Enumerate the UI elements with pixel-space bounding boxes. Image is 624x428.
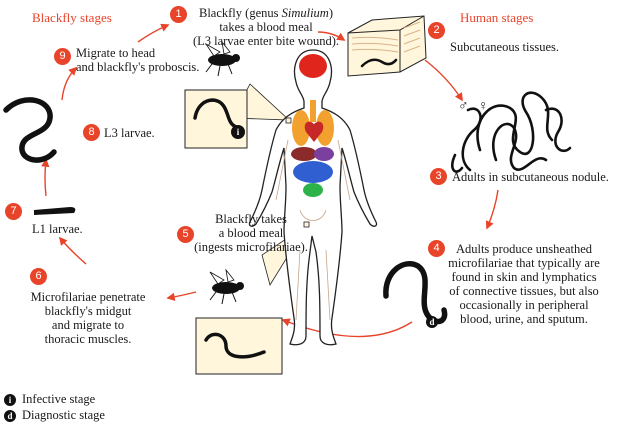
step-7-badge: 7 (5, 203, 22, 220)
left-lung (292, 110, 310, 146)
step-4-text: Adults produce unsheathed microfilariae … (448, 242, 600, 326)
organs (291, 54, 334, 197)
skin-tissue-block (347, 15, 427, 77)
blackfly-bottom-icon (209, 268, 244, 305)
infective-marker-icon: i (232, 126, 244, 138)
l1-larva (34, 207, 76, 215)
step-5-text: Blackfly takes a blood meal (ingests mic… (194, 212, 308, 254)
arrow-9-to-1 (137, 23, 170, 43)
arrow-5-to-6 (166, 291, 197, 302)
female-symbol: ♀ (478, 99, 489, 114)
step-6-badge: 6 (30, 268, 47, 285)
legend-infective-icon: i (4, 394, 16, 406)
step-6-text: Microfilariae penetrate blackfly's midgu… (30, 290, 146, 346)
blackfly-stages-header: Blackfly stages (32, 10, 112, 25)
bite-site-upper (285, 117, 292, 124)
male-symbol: ♂ (458, 99, 469, 114)
human-figure (248, 49, 378, 346)
heart (304, 121, 324, 142)
arrow-7-to-8 (41, 158, 50, 197)
step-9-badge: 9 (54, 48, 71, 65)
liver (291, 147, 317, 161)
inset-box-ingest (195, 317, 283, 375)
step-5-badge: 5 (177, 226, 194, 243)
arrow-2-to-3 (424, 59, 463, 102)
microfilaria-curl (383, 261, 448, 325)
larva-in-skin (360, 58, 398, 68)
bladder (303, 183, 323, 197)
blackfly-top-icon (205, 40, 240, 77)
arrow-6-to-7 (58, 236, 87, 265)
step-2-text: Subcutaneous tissues. (450, 40, 560, 54)
step-4-badge: 4 (428, 240, 445, 257)
step-1-text: Blackfly (genus Simulium) takes a blood … (192, 6, 340, 48)
adult-worms-tangle (451, 91, 572, 173)
bite-site-lower (303, 221, 310, 228)
step-3-badge: 3 (430, 168, 447, 185)
arrow-1-to-2 (317, 31, 346, 41)
step-3-text: Adults in subcutaneous nodule. (452, 170, 609, 184)
stomach (314, 147, 334, 161)
step-1-badge: 1 (170, 6, 187, 23)
inset-box-bite (184, 89, 248, 149)
right-lung (316, 110, 334, 146)
intestines (293, 161, 333, 183)
step-2-badge: 2 (428, 22, 445, 39)
step-7-text: L1 larvae. (32, 222, 83, 236)
legend-diagnostic-label: Diagnostic stage (22, 408, 105, 422)
step-9-text: Migrate to head and blackfly's proboscis… (76, 46, 200, 74)
step-8-text: L3 larvae. (104, 126, 155, 140)
legend-infective-label: Infective stage (22, 392, 96, 406)
diagnostic-marker-icon: d (426, 316, 438, 328)
human-stages-header: Human stages (460, 10, 534, 25)
l3-larva-squiggle (3, 97, 57, 163)
arrow-8-to-9 (61, 66, 78, 101)
arrow-3-to-4 (485, 189, 499, 230)
legend-diagnostic-icon: d (4, 410, 16, 422)
trachea (310, 100, 316, 122)
brain (299, 54, 327, 78)
step-8-badge: 8 (83, 124, 100, 141)
